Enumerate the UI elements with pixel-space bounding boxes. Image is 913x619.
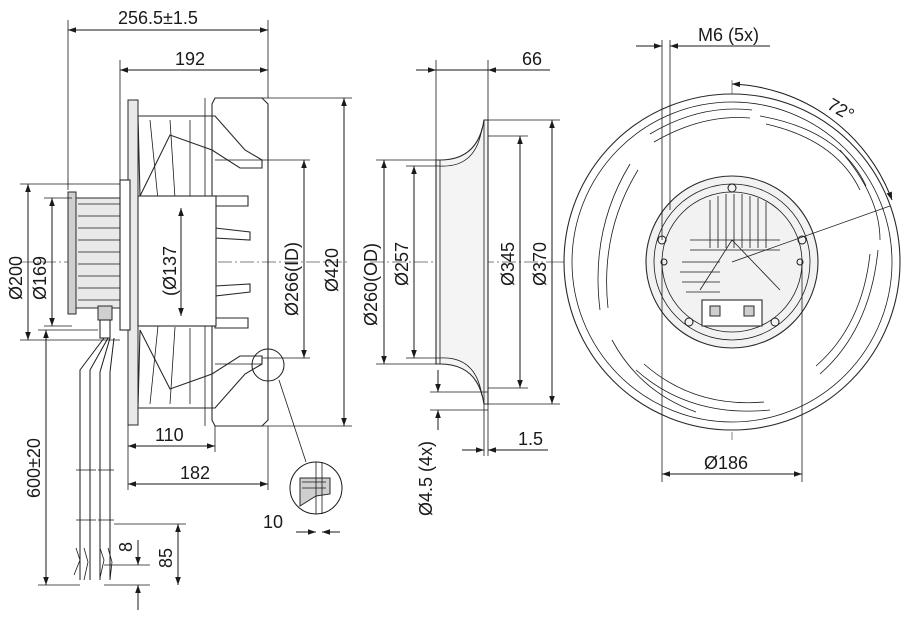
dim-ring-257: Ø257	[392, 242, 412, 286]
dim-overall-length: 256.5±1.5	[118, 8, 198, 28]
dim-width-110: 110	[155, 425, 184, 445]
dim-impeller-depth: 192	[175, 49, 205, 69]
dim-ring-holes: Ø4.5 (4x)	[416, 441, 436, 516]
dim-ring-1-5: 1.5	[518, 429, 543, 449]
inlet-ring-dimensions: 66 Ø260(OD) Ø257 Ø345 Ø370 1.5 Ø4.5 (4	[361, 49, 560, 516]
dim-ring-od-260: Ø260(OD)	[361, 243, 381, 326]
dim-ring-345: Ø345	[498, 242, 518, 286]
dim-width-182: 182	[180, 463, 210, 483]
dim-cable-600: 600±20	[24, 438, 44, 498]
inlet-ring-view	[370, 119, 560, 405]
dim-strip-85: 85	[156, 548, 176, 568]
dim-ring-66: 66	[522, 49, 542, 69]
side-view-dimensions: 256.5±1.5 192 Ø200 Ø169 (Ø137 Ø266(ID) Ø…	[6, 8, 352, 610]
dim-angle-72: 72°	[824, 94, 858, 125]
dim-motor-169: Ø169	[30, 256, 50, 300]
dim-outer-420: Ø420	[322, 248, 342, 292]
dim-motor-200: Ø200	[6, 256, 26, 300]
dim-ring-370: Ø370	[530, 242, 550, 286]
dim-bolt-circle-186: Ø186	[704, 453, 748, 473]
dim-thread-m6: M6 (5x)	[698, 25, 759, 45]
side-view	[20, 97, 350, 581]
dim-inner-266: Ø266(ID)	[282, 242, 302, 316]
dim-hub-137: (Ø137	[160, 246, 180, 296]
dim-strip-8: 8	[116, 542, 136, 552]
dim-detail-10: 10	[263, 512, 283, 532]
